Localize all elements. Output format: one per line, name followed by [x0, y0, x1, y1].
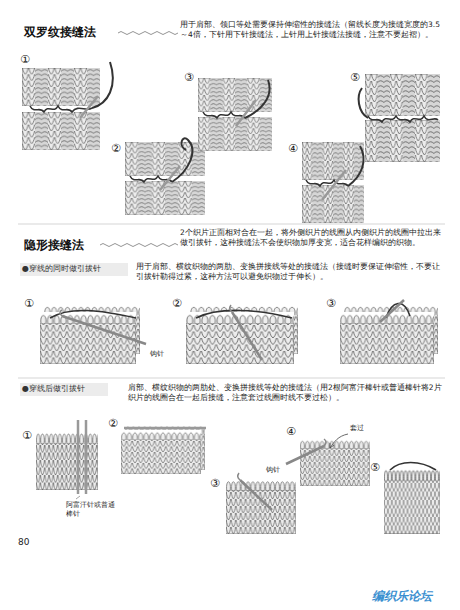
description: 用于肩部、领口等处需要保持伸缩性的接缝法（留线长度为接缝宽度的3.5～4倍，下针…: [180, 20, 442, 40]
callout-number: ④: [288, 143, 298, 154]
watermark: 编织乐论坛: [372, 588, 432, 604]
callout-number: ②: [172, 298, 182, 309]
subsection-heading: ●穿线后做引拔针: [22, 384, 85, 395]
callout-number: ②: [111, 143, 121, 154]
subsection-heading: ●穿线的同时做引拔针: [22, 264, 101, 275]
callout-number: ③: [210, 478, 220, 489]
section-heading: 隐形接缝法: [24, 237, 84, 253]
description: 用于肩部、横纹织物的两肋、变换拼接线等处的接缝法（接缝时要保证伸缩性，不要让引拔…: [136, 262, 442, 282]
callout-number: ①: [24, 298, 34, 309]
section-heading: 双罗纹接缝法: [24, 24, 96, 40]
callout-number: ①: [20, 54, 30, 65]
tool-label: 钩针: [266, 466, 280, 475]
callout-number: ③: [326, 298, 336, 309]
callout-number: ③: [184, 72, 194, 83]
action-label: 套过: [350, 424, 364, 433]
tool-label: 阿富汗针或普通棒针: [66, 501, 116, 520]
callout-number: ⑤: [350, 72, 360, 83]
callout-number: ⑤: [370, 462, 380, 473]
callout-number: ②: [108, 418, 118, 429]
description: 2个织片正面相对合在一起，将外侧织片的线圈从内侧织片的线圈中拉出来做引拔针，这种…: [180, 228, 442, 248]
callout-number: ④: [286, 426, 296, 437]
callout-number: ①: [22, 430, 32, 441]
tool-label: 钩针: [150, 350, 164, 359]
description: 肩部、横纹织物的两肋处、变换拼接线等处的接缝法（用2根阿富汗棒针或普通棒针将2片…: [128, 383, 442, 403]
page-number: 80: [18, 536, 29, 548]
